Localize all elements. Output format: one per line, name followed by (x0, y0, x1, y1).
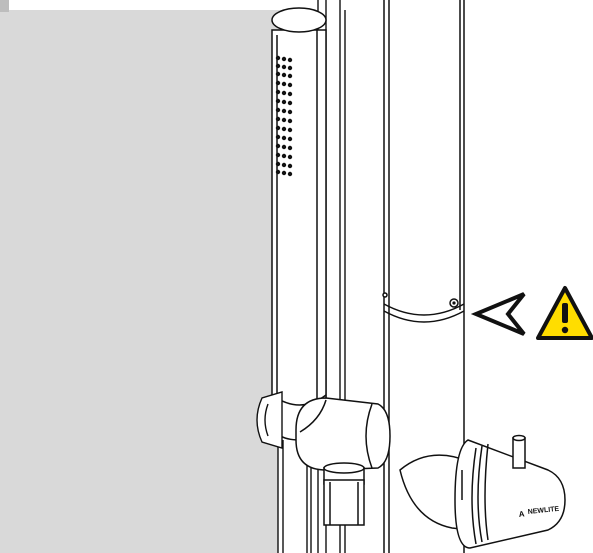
spray-nozzles (275, 55, 293, 177)
slider-holder (295, 397, 391, 526)
shower-face (271, 7, 327, 33)
wall-panel (0, 10, 282, 553)
brand-mark: A (518, 509, 525, 519)
wall-bracket (256, 391, 283, 449)
arrow-pointer-icon (470, 292, 526, 336)
hand-shower (271, 7, 327, 441)
warning-triangle-icon (536, 286, 593, 340)
brand-text: NEWLITE (527, 506, 559, 516)
wall-corner-mark (0, 0, 9, 12)
mixer-pin (512, 437, 526, 469)
thermostat-mixer: A NEWLITE (399, 434, 566, 549)
pin-dot (382, 292, 388, 298)
